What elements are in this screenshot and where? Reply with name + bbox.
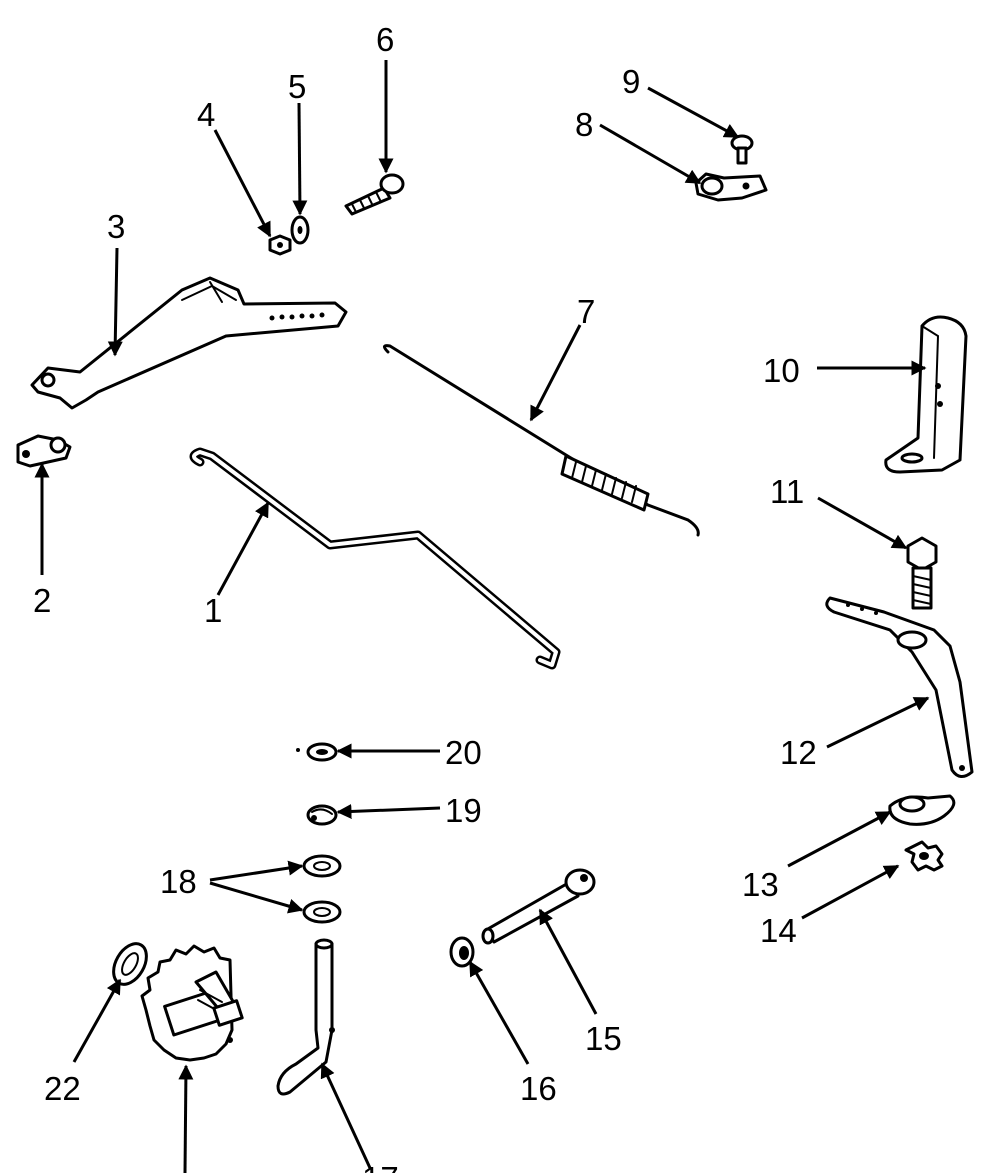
leader-1 xyxy=(216,501,270,596)
part-12-bell-crank xyxy=(825,596,974,778)
leader-15 xyxy=(538,908,598,1015)
part-1-rod xyxy=(189,447,561,670)
callout-20: 20 xyxy=(445,734,482,771)
leader-21 xyxy=(178,1064,194,1173)
callout-18: 18 xyxy=(160,863,197,900)
leader-11 xyxy=(817,496,908,550)
callout-4: 4 xyxy=(197,96,215,133)
part-14-star-washer xyxy=(904,840,944,872)
part-11-hex-bolt xyxy=(906,536,938,610)
leader-19 xyxy=(336,803,441,819)
callout-8: 8 xyxy=(575,106,593,143)
callout-1: 1 xyxy=(204,592,222,629)
part-4-nut xyxy=(268,234,292,256)
part-19-spring-washer xyxy=(306,804,338,826)
part-10-l-bracket xyxy=(884,315,968,474)
part-3-lever xyxy=(30,276,348,410)
part-5-washer xyxy=(290,215,310,245)
part-16-washer xyxy=(449,936,475,968)
leader-18a xyxy=(209,860,304,882)
leader-7 xyxy=(529,324,582,422)
leader-lines xyxy=(34,60,930,1173)
part-2-clip xyxy=(16,434,72,468)
leader-22 xyxy=(72,978,122,1063)
callout-12: 12 xyxy=(780,734,817,771)
leader-12 xyxy=(826,696,930,749)
callout-16: 16 xyxy=(520,1070,557,1107)
callout-10: 10 xyxy=(763,352,800,389)
leader-4 xyxy=(213,129,272,238)
callout-numbers: 1 2 3 4 5 6 7 8 9 10 11 12 13 14 15 16 1… xyxy=(33,21,817,1173)
leader-18b xyxy=(209,881,304,914)
callout-6: 6 xyxy=(376,21,394,58)
part-7-spring-rod xyxy=(383,344,700,537)
part-8-clamp xyxy=(694,172,768,202)
part-20-washer xyxy=(296,742,338,762)
lever-holes xyxy=(269,312,325,321)
part-6-bolt xyxy=(344,173,405,216)
part-21-sprocket-assembly xyxy=(140,944,244,1062)
leader-5 xyxy=(292,102,308,216)
leader-16 xyxy=(468,960,530,1065)
part-13-cam xyxy=(888,794,956,826)
callout-11: 11 xyxy=(770,473,804,510)
leader-9 xyxy=(647,86,740,139)
callout-5: 5 xyxy=(288,68,306,105)
callout-9: 9 xyxy=(622,63,640,100)
callout-2: 2 xyxy=(33,582,51,619)
callout-3: 3 xyxy=(107,208,125,245)
callout-13: 13 xyxy=(742,866,779,903)
part-9-screw xyxy=(730,134,754,165)
leader-13 xyxy=(787,810,892,868)
part-17-shaft xyxy=(276,938,335,1096)
leader-8 xyxy=(599,123,702,185)
callout-22: 22 xyxy=(44,1070,81,1107)
callout-19: 19 xyxy=(445,792,482,829)
callout-15: 15 xyxy=(585,1020,622,1057)
part-22-washer xyxy=(112,942,148,986)
leader-14 xyxy=(801,864,900,920)
callout-17: 17 xyxy=(362,1160,399,1173)
callout-14: 14 xyxy=(760,912,797,949)
part-15-pin xyxy=(481,868,596,945)
callout-7: 7 xyxy=(577,293,595,330)
leader-3 xyxy=(107,247,123,357)
part-18-washers xyxy=(302,854,342,924)
leader-17 xyxy=(320,1062,372,1169)
